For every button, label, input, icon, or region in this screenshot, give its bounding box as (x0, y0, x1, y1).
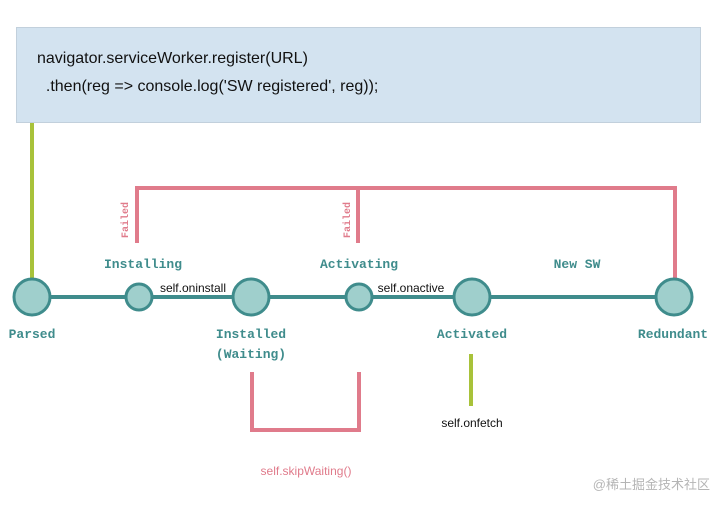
event-label-oninstall: self.oninstall (160, 281, 226, 295)
activating-node (344, 282, 374, 312)
state-label-activating: Activating (320, 257, 398, 272)
failed-label-installing: Failed (120, 202, 132, 238)
installed-node (231, 277, 271, 317)
activated-node (452, 277, 492, 317)
event-label-onactive: self.onactive (378, 281, 445, 295)
skip-waiting-path (250, 372, 361, 432)
state-label-installed: Installed (216, 327, 286, 342)
parsed-node (12, 277, 52, 317)
redundant-node (654, 277, 694, 317)
state-label-new-sw: New SW (554, 257, 601, 272)
failure-path-top (135, 186, 677, 279)
failed-label-activating: Failed (342, 202, 354, 238)
state-label-redundant: Redundant (638, 327, 708, 342)
code-snippet-box: navigator.serviceWorker.register(URL) .t… (16, 27, 701, 123)
state-label-installing: Installing (104, 257, 182, 272)
event-label-onfetch: self.onfetch (441, 416, 502, 430)
state-label-waiting: (Waiting) (216, 347, 286, 362)
state-label-parsed: Parsed (9, 327, 56, 342)
state-label-activated: Activated (437, 327, 507, 342)
code-line-then: .then(reg => console.log('SW registered'… (37, 78, 379, 95)
installing-node (124, 282, 154, 312)
event-label-skip-waiting: self.skipWaiting() (261, 464, 352, 478)
code-line-register: navigator.serviceWorker.register(URL) (37, 50, 308, 67)
watermark: @稀土掘金技术社区 (593, 477, 710, 492)
